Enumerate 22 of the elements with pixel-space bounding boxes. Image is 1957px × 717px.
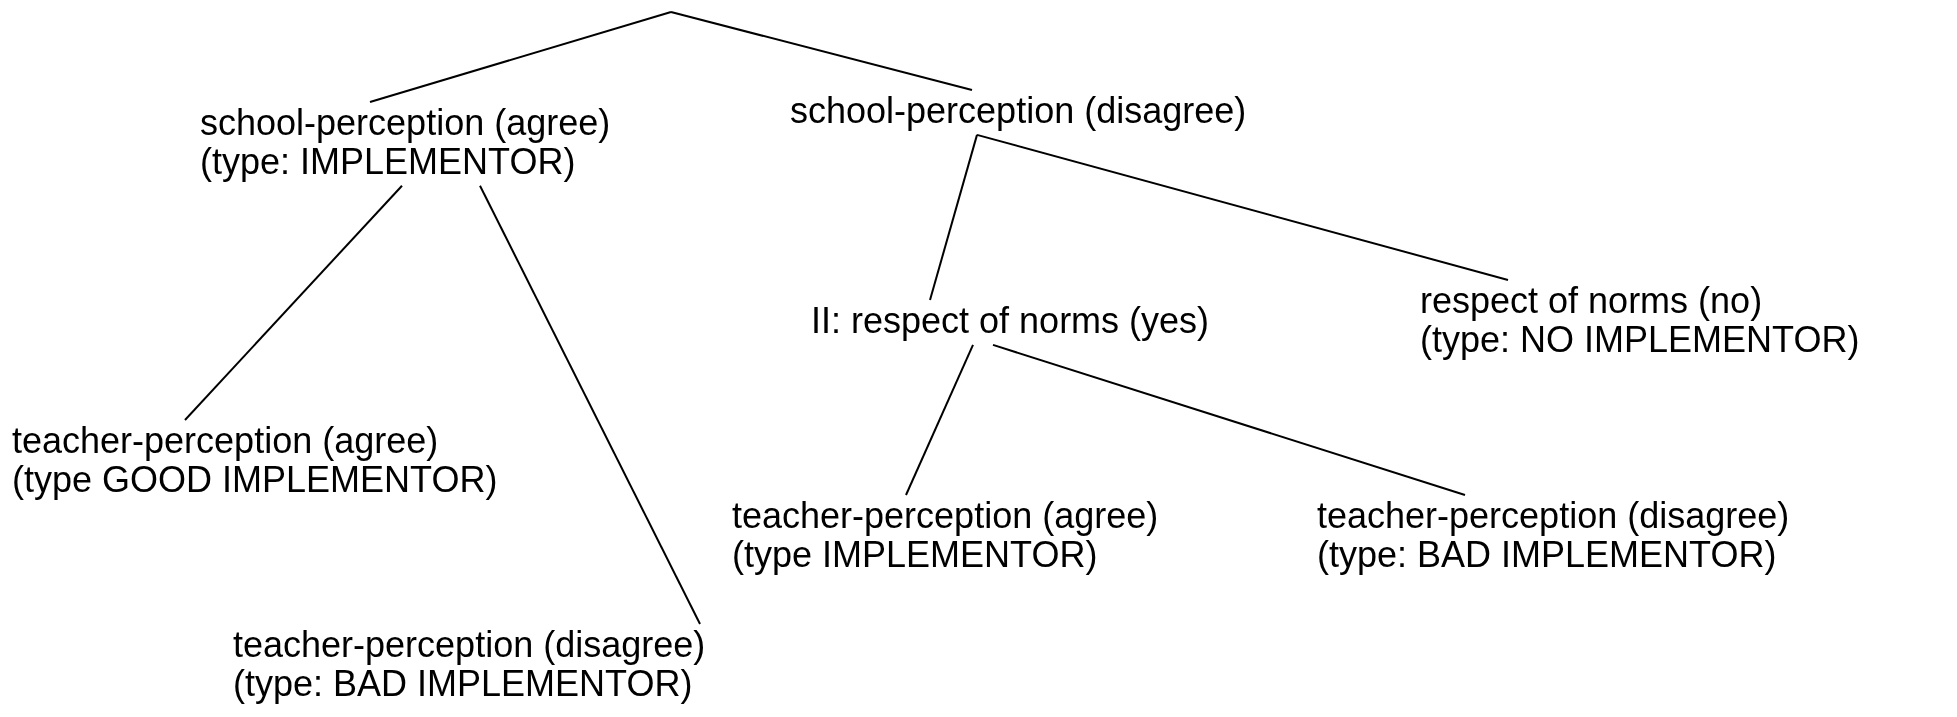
node-heading: school-perception (disagree) [790,92,1247,131]
tree-branch-line [976,133,1509,281]
node-heading: teacher-perception (disagree) [233,626,706,665]
node-heading: respect of norms (no) [1420,282,1763,321]
tree-branch-line [992,343,1466,496]
tree-branch-line [905,343,974,496]
tree-branch-line [184,184,403,421]
node-heading: school-perception (agree) [200,104,611,143]
node-type-label: (type: IMPLEMENTOR) [200,142,576,182]
tree-branch-line [369,11,672,103]
tree-branch-line [479,184,701,625]
node-type-label: (type GOOD IMPLEMENTOR) [12,460,498,500]
node-heading: teacher-perception (agree) [732,497,1159,536]
node-heading: teacher-perception (disagree) [1317,497,1790,536]
node-type-label: (type: BAD IMPLEMENTOR) [1317,535,1777,575]
node-type-label: (type IMPLEMENTOR) [732,535,1098,575]
node-type-label: (type: NO IMPLEMENTOR) [1420,320,1860,360]
tree-branch-line [929,133,978,301]
tree-branch-line [670,11,973,91]
node-heading: teacher-perception (agree) [12,422,439,461]
node-heading: II: respect of norms (yes) [811,302,1210,341]
node-type-label: (type: BAD IMPLEMENTOR) [233,664,693,704]
